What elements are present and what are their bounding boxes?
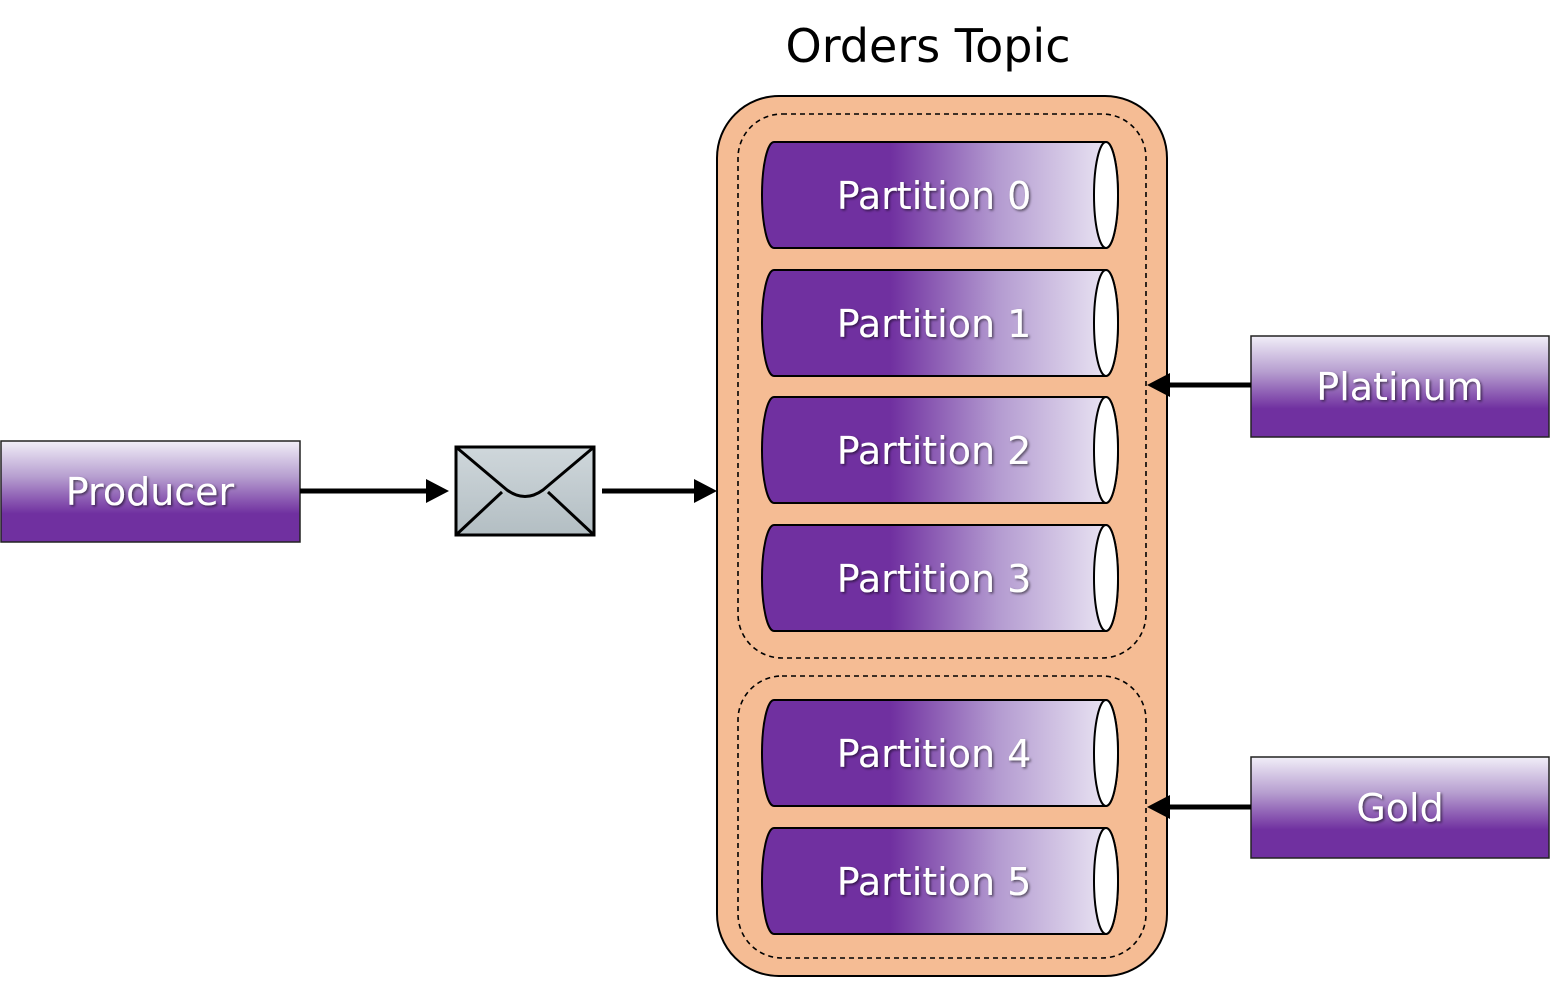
- envelope-icon: [454, 445, 596, 537]
- partition-label: Partition 5: [837, 860, 1032, 904]
- producer-label: Producer: [66, 470, 235, 514]
- gold-label: Gold: [1356, 786, 1443, 830]
- gold-to-topic-arrow: [1147, 795, 1251, 819]
- partition-3: Partition 3: [761, 524, 1119, 632]
- platinum-partition-group: [737, 113, 1147, 659]
- partition-1: Partition 1: [761, 269, 1119, 377]
- gold-consumer-box: Gold: [1250, 756, 1550, 859]
- message-to-topic-arrow: [602, 479, 717, 503]
- partition-end-cap: [1093, 524, 1119, 632]
- partition-end-cap: [1093, 141, 1119, 249]
- producer-box: Producer: [0, 440, 301, 543]
- partition-label: Partition 2: [837, 429, 1032, 473]
- partition-label: Partition 1: [837, 302, 1032, 346]
- partition-end-cap: [1093, 396, 1119, 504]
- platinum-consumer-box: Platinum: [1250, 335, 1550, 438]
- topic-title: Orders Topic: [785, 19, 1070, 73]
- partition-5: Partition 5: [761, 827, 1119, 935]
- partition-end-cap: [1093, 699, 1119, 807]
- partition-0: Partition 0: [761, 141, 1119, 249]
- partition-end-cap: [1093, 827, 1119, 935]
- platinum-to-topic-arrow: [1147, 373, 1251, 397]
- gold-partition-group: [737, 675, 1147, 959]
- partition-4: Partition 4: [761, 699, 1119, 807]
- partition-label: Partition 4: [837, 732, 1032, 776]
- partition-label: Partition 0: [837, 174, 1032, 218]
- producer-to-message-arrow: [300, 479, 449, 503]
- partition-2: Partition 2: [761, 396, 1119, 504]
- partition-label: Partition 3: [837, 557, 1032, 601]
- partition-end-cap: [1093, 269, 1119, 377]
- platinum-label: Platinum: [1316, 365, 1483, 409]
